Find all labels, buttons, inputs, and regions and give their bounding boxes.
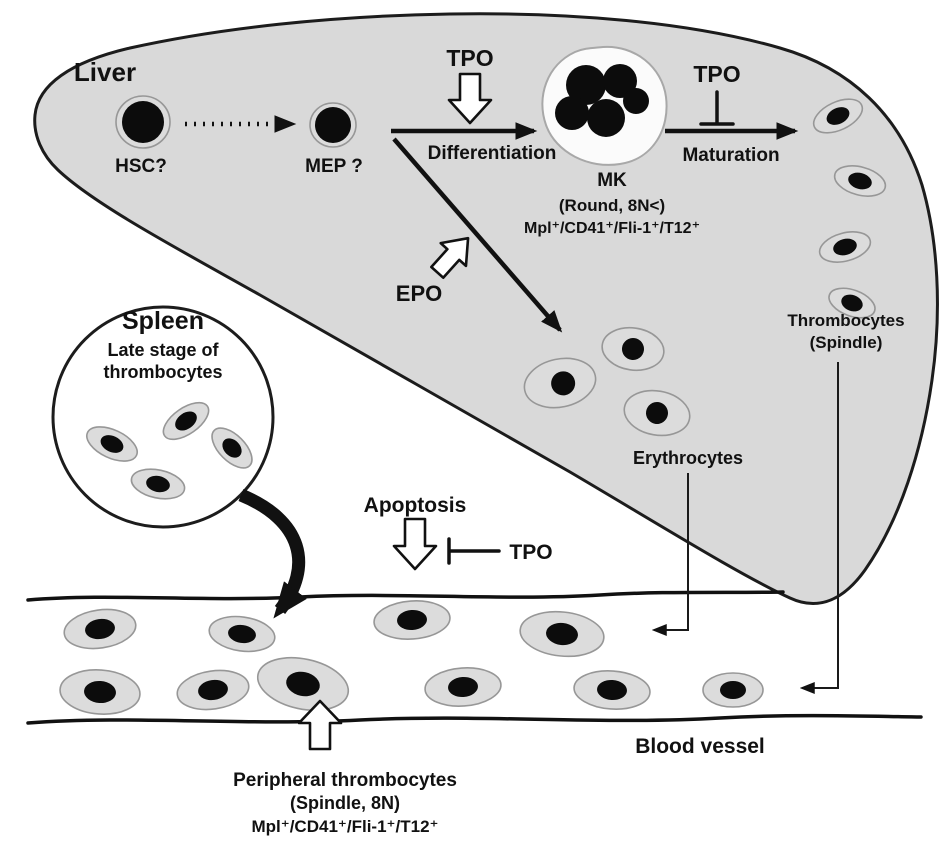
thrombocyte-cell — [818, 231, 872, 263]
liver-shape — [33, 12, 939, 605]
thrombocyte-cell — [176, 669, 250, 711]
maturation-label: Maturation — [682, 145, 779, 166]
thrombocyte-cell — [63, 608, 137, 650]
thrombocyte-cell — [519, 610, 605, 658]
mk-cell — [541, 45, 668, 166]
mep-label: MEP ? — [305, 156, 363, 177]
tpo-apoptosis-label: TPO — [509, 541, 552, 564]
peripheral-shape-label: (Spindle, 8N) — [290, 793, 400, 813]
spleen-desc-line2: thrombocytes — [103, 362, 222, 382]
erythrocyte-cell — [623, 389, 691, 437]
thrombocytes-label: Thrombocytes — [787, 311, 904, 330]
thrombocyte-cell — [424, 667, 502, 707]
erythrocyte-cells — [523, 326, 691, 437]
hsc-label: HSC? — [115, 156, 167, 177]
peripheral-block-arrow — [297, 699, 343, 751]
liver-label: Liver — [74, 57, 136, 87]
tpo-maturation-inhibition — [699, 90, 735, 126]
tpo-differentiation-block-arrow — [447, 72, 493, 125]
thrombocyte-cell — [833, 165, 887, 197]
spleen-desc-line1: Late stage of — [107, 340, 219, 360]
thrombocytes-shape-label: (Spindle) — [810, 333, 883, 352]
thrombocyte-cell — [59, 669, 141, 715]
mk-nucleus-lobes — [555, 64, 649, 137]
thrombocyte-cell — [208, 615, 276, 653]
blood-vessel-label: Blood vessel — [635, 735, 765, 758]
thrombocyte-cell — [162, 401, 210, 441]
liver-thrombocytes — [812, 98, 887, 319]
thrombocyte-cell — [812, 98, 864, 134]
mk-ploidy-label: (Round, 8N<) — [559, 196, 665, 215]
apoptosis-block-arrow — [392, 517, 438, 571]
erythrocyte-cell — [601, 326, 665, 372]
hsc-cell — [115, 95, 171, 149]
spleen-thrombocytes — [86, 401, 253, 500]
peripheral-markers-label: Mpl⁺/CD41⁺/Fli-1⁺/T12⁺ — [251, 817, 438, 836]
tpo-maturation-label: TPO — [693, 61, 740, 87]
erythroid-branch-arrow — [392, 137, 563, 333]
tpo-differentiation-label: TPO — [446, 45, 493, 71]
apoptosis-label: Apoptosis — [364, 494, 467, 517]
vessel-wall-top — [26, 590, 785, 602]
mk-label: MK — [597, 170, 627, 191]
thrombocyte-cell — [828, 287, 876, 319]
thrombocyte-cell — [130, 468, 186, 500]
spleen-label: Spleen — [122, 307, 204, 335]
epo-label: EPO — [396, 281, 442, 306]
thrombocyte-cell — [702, 672, 764, 708]
mep-cell — [309, 102, 357, 148]
thrombocyte-pointer — [799, 362, 839, 694]
peripheral-thrombocytes-label: Peripheral thrombocytes — [233, 770, 457, 791]
erythrocytes-label: Erythrocytes — [633, 448, 743, 468]
thrombocyte-cell — [211, 427, 253, 469]
tpo-apoptosis-inhibition — [447, 537, 501, 565]
vessel-thrombocytes — [59, 600, 764, 715]
differentiation-label: Differentiation — [428, 143, 557, 164]
thrombocyte-cell — [86, 426, 138, 462]
vessel-wall-bottom — [26, 713, 923, 725]
spleen-release-arrow — [238, 488, 307, 619]
thrombocyte-cell — [256, 656, 350, 712]
thrombocyte-cell — [573, 670, 651, 710]
erythrocyte-cell — [523, 357, 597, 409]
erythrocyte-pointer — [651, 473, 689, 636]
thrombocyte-cell — [373, 600, 451, 640]
epo-block-arrow — [430, 236, 470, 280]
spleen-shape — [51, 305, 275, 529]
mk-markers-label: Mpl⁺/CD41⁺/Fli-1⁺/T12⁺ — [524, 220, 700, 237]
